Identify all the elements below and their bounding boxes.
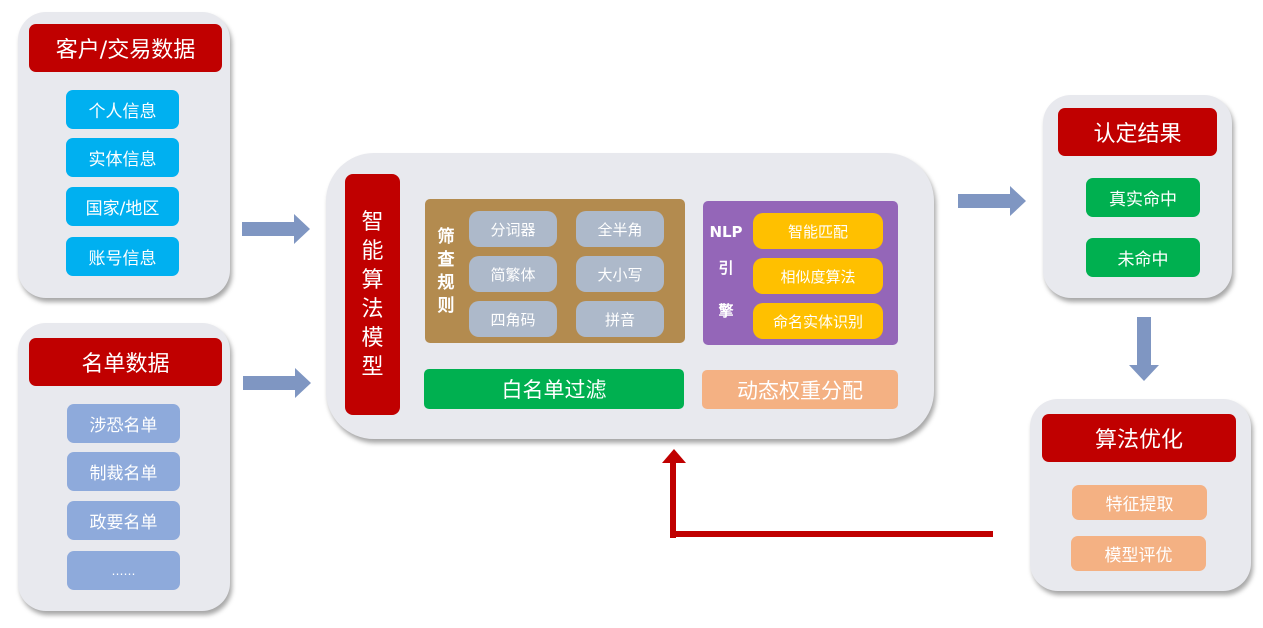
result-title: 认定结果: [1058, 108, 1217, 156]
customer-item-account[interactable]: 账号信息: [66, 237, 179, 276]
model-title-char: 模: [361, 325, 384, 351]
model-title-char: 算: [361, 267, 384, 293]
customer-item-personal[interactable]: 个人信息: [66, 90, 179, 129]
arrow-right-icon: [958, 186, 1026, 216]
arrow-down-icon: [1129, 317, 1159, 381]
screening-rules-label: 筛 查 规 则: [437, 227, 455, 316]
nlp-named-entity-recognition[interactable]: 命名实体识别: [753, 303, 883, 339]
nlp-similarity-algorithm[interactable]: 相似度算法: [753, 258, 883, 294]
result-no-hit[interactable]: 未命中: [1086, 238, 1200, 277]
rule-pinyin[interactable]: 拼音: [576, 301, 664, 337]
customer-data-title: 客户/交易数据: [29, 24, 222, 72]
list-item-more[interactable]: ……: [67, 551, 180, 590]
arrow-right-icon: [243, 368, 311, 398]
list-data-title: 名单数据: [29, 338, 222, 386]
arrow-right-icon: [242, 214, 310, 244]
feedback-arrow-icon: [662, 449, 993, 538]
model-title-char: 法: [361, 296, 384, 322]
rule-tokenizer[interactable]: 分词器: [469, 211, 557, 247]
rule-full-half-width[interactable]: 全半角: [576, 211, 664, 247]
customer-item-entity[interactable]: 实体信息: [66, 138, 179, 177]
algorithm-optimization-title: 算法优化: [1042, 414, 1236, 462]
nlp-smart-match[interactable]: 智能匹配: [753, 213, 883, 249]
model-title-char: 智: [361, 209, 384, 235]
rule-four-corner-code[interactable]: 四角码: [469, 301, 557, 337]
nlp-engine-label: NLP 引 擎: [709, 223, 743, 320]
optimize-feature-extraction[interactable]: 特征提取: [1072, 485, 1207, 520]
customer-item-country[interactable]: 国家/地区: [66, 187, 179, 226]
rule-case[interactable]: 大小写: [576, 256, 664, 292]
model-title-char: 能: [361, 238, 384, 264]
model-title-char: 型: [361, 354, 384, 380]
result-true-hit[interactable]: 真实命中: [1086, 178, 1200, 217]
rule-simplified-traditional[interactable]: 简繁体: [469, 256, 557, 292]
list-item-terror[interactable]: 涉恐名单: [67, 404, 180, 443]
list-item-pep[interactable]: 政要名单: [67, 501, 180, 540]
algorithm-model-title: 智 能 算 法 模 型: [345, 174, 400, 415]
dynamic-weight-bar[interactable]: 动态权重分配: [702, 370, 898, 409]
optimize-model-evaluation[interactable]: 模型评优: [1071, 536, 1206, 571]
whitelist-filter-bar[interactable]: 白名单过滤: [424, 369, 684, 409]
list-item-sanction[interactable]: 制裁名单: [67, 452, 180, 491]
